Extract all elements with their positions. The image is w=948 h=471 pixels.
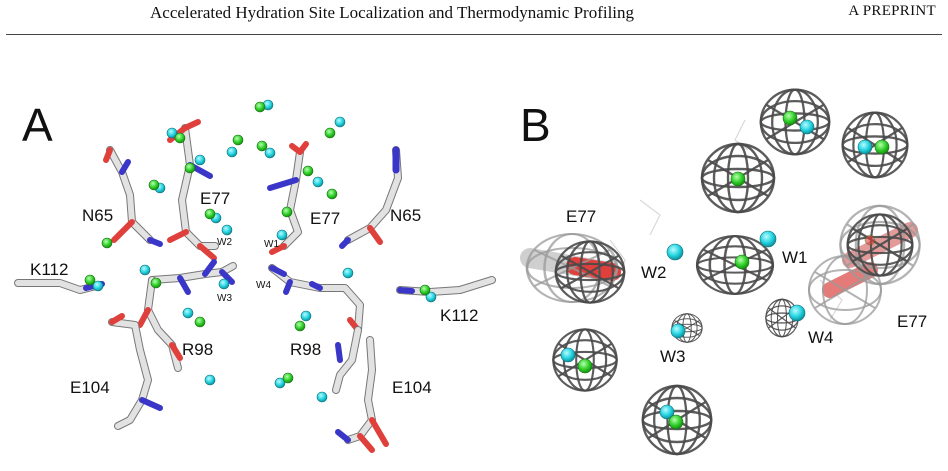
water-spheres-panel-a [92, 99, 437, 403]
label-e77-left-panel-b: E77 [566, 207, 596, 226]
residue-sticks-right [267, 141, 496, 453]
label-e77-left: E77 [200, 189, 230, 208]
panel-b-density: E77 E77 W1 W2 W3 W4 [520, 88, 927, 456]
label-e104-left: E104 [70, 378, 110, 397]
label-w3-panel-a: W3 [217, 293, 232, 304]
label-k112-left: K112 [30, 260, 68, 279]
label-e77-right-panel-b: E77 [897, 312, 927, 331]
e77-right-residue [808, 204, 921, 325]
label-w4-panel-b: W4 [808, 328, 834, 347]
e77-left-residue [520, 232, 626, 304]
label-r98-right: R98 [290, 340, 321, 359]
predicted-sites-panel-b [577, 110, 890, 430]
label-n65-right: N65 [390, 206, 421, 225]
panel-b-letter: B [520, 99, 551, 151]
water-spheres-panel-b [560, 119, 873, 420]
labels-panel-b: E77 E77 W1 W2 W3 W4 [566, 207, 927, 366]
label-w1-panel-a: W1 [264, 239, 279, 250]
label-w3-panel-b: W3 [660, 347, 686, 366]
residue-labels-panel-a: N65 E77 E77 N65 K112 K112 R98 R98 E104 E… [30, 189, 478, 397]
label-e104-right: E104 [392, 378, 432, 397]
preprint-tag: A PREPRINT [848, 3, 936, 19]
label-w1-panel-b: W1 [782, 248, 808, 267]
label-w2-panel-b: W2 [641, 263, 667, 282]
panel-a-letter: A [22, 99, 53, 151]
residue-sticks-left [14, 119, 237, 430]
label-w4-panel-a: W4 [256, 280, 271, 291]
site-cage-center [695, 234, 775, 296]
label-w2-panel-a: W2 [217, 237, 232, 248]
paper-running-title: Accelerated Hydration Site Localization … [150, 3, 635, 22]
predicted-sites-panel-a [84, 101, 431, 384]
header-rule [6, 34, 942, 35]
label-r98-left: R98 [182, 340, 213, 359]
label-e77-right: E77 [310, 209, 340, 228]
panel-a-structure: N65 E77 E77 N65 K112 K112 R98 R98 E104 E… [14, 99, 496, 453]
label-n65-left: N65 [82, 206, 113, 225]
label-k112-right: K112 [440, 306, 478, 325]
